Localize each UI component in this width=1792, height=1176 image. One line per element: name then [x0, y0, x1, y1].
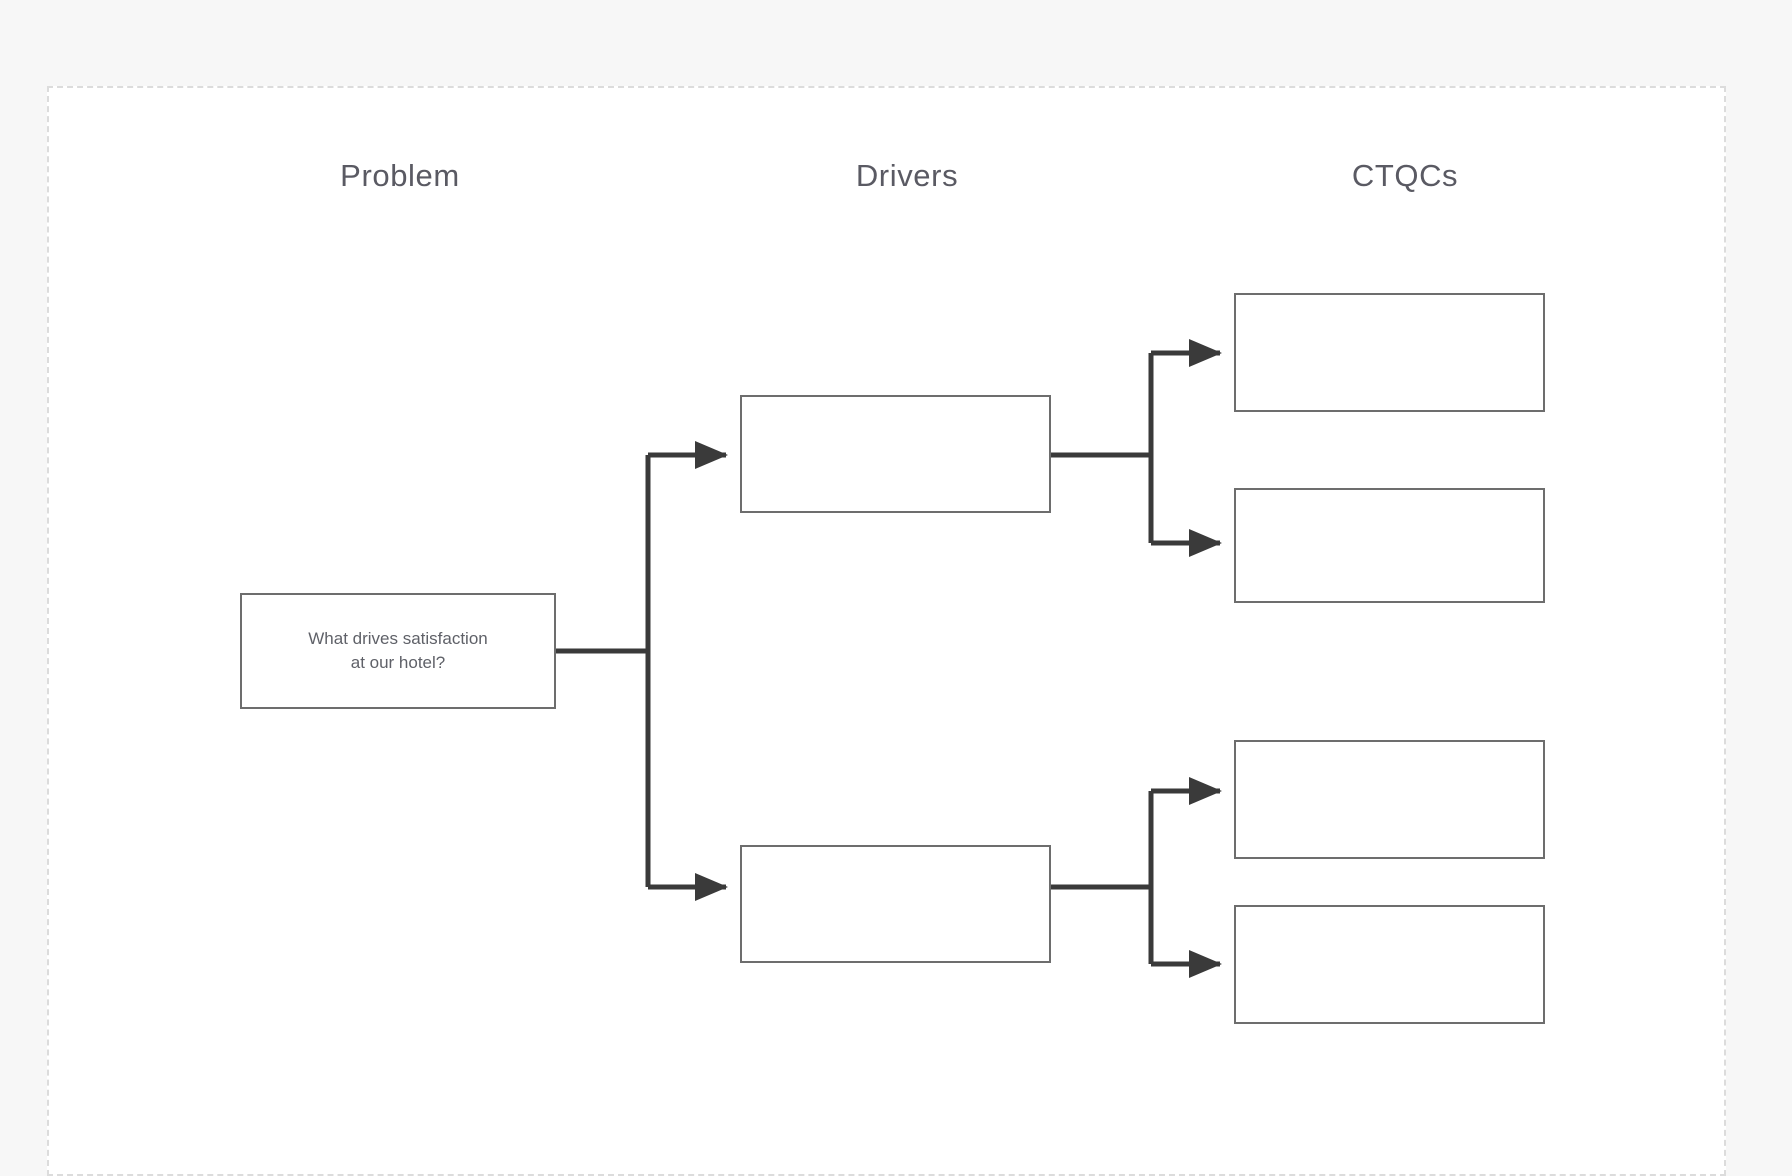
diagram-canvas: Problem Drivers CTQCs: [47, 86, 1726, 1176]
column-header-drivers: Drivers: [855, 158, 959, 193]
column-header-problem: Problem: [340, 158, 460, 193]
node-ctqc-4[interactable]: [1234, 905, 1545, 1024]
node-ctqc-1[interactable]: [1234, 293, 1545, 412]
node-driver-2[interactable]: [740, 845, 1051, 963]
node-problem-label: What drives satisfaction at our hotel?: [308, 628, 488, 672]
column-header-ctqcs: CTQCs: [1351, 158, 1459, 193]
node-driver-1[interactable]: [740, 395, 1051, 513]
node-ctqc-3[interactable]: [1234, 740, 1545, 859]
node-ctqc-2[interactable]: [1234, 488, 1545, 603]
node-problem[interactable]: What drives satisfaction at our hotel?: [240, 593, 556, 709]
